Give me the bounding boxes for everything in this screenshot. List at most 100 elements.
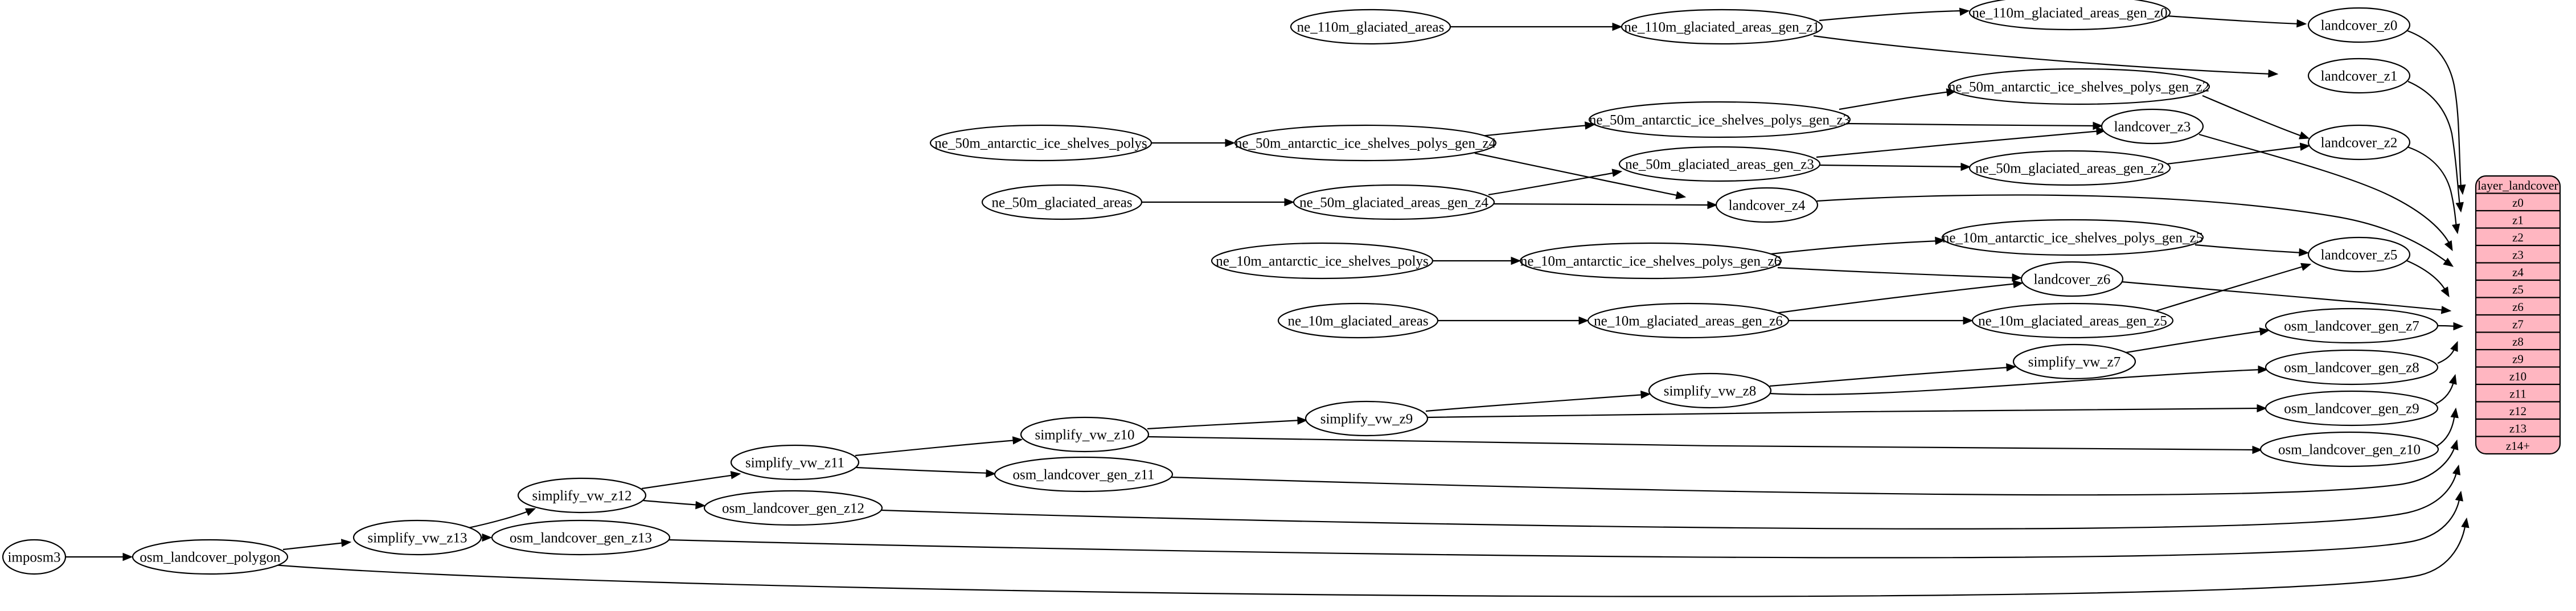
e-svw-z13-to-osm-z13 (481, 533, 493, 542)
node-ne_10m_glaciated_areas-shape (1277, 302, 1439, 339)
node-ne_50m_antarctic_ice_shelves_polys_gen_z3-label: ne_50m_antarctic_ice_shelves_polys_gen_z… (1589, 113, 1850, 128)
node-landcover_z6[interactable]: landcover_z6 (2020, 261, 2124, 297)
node-simplify_vw_z8[interactable]: simplify_vw_z8 (1648, 372, 1772, 409)
node-ne_50m_antarctic_ice_shelves_polys[interactable]: ne_50m_antarctic_ice_shelves_polys (929, 124, 1152, 162)
e-50m-ga-to-gen-z4 (1141, 198, 1295, 207)
e-50m-ga-z4-to-lc4-line (1491, 203, 1712, 206)
node-osm_landcover_gen_z8[interactable]: osm_landcover_gen_z8 (2265, 349, 2439, 386)
e-50m-aisp-z4-to-lc4-line (1474, 152, 1680, 197)
node-ne_10m_antarctic_ice_shelves_polys-shape (1211, 242, 1434, 280)
record-row-z0-label: z0 (2512, 196, 2524, 210)
e-landcover-z6-to-rec-arrowhead-icon (2440, 306, 2452, 314)
e-gen-z1-to-landcover-z1 (1813, 35, 2279, 78)
e-50m-aisp-z4-to-lc4 (1474, 152, 1687, 199)
node-ne_50m_antarctic_ice_shelves_polys_gen_z2[interactable]: ne_50m_antarctic_ice_shelves_polys_gen_z… (1947, 68, 2210, 105)
e-osm-z9-to-rec (2435, 374, 2457, 404)
node-osm_landcover_gen_z8-shape (2265, 349, 2439, 386)
node-landcover_z1[interactable]: landcover_z1 (2307, 58, 2411, 94)
record-row-z6-label: z6 (2512, 300, 2524, 314)
node-ne_10m_glaciated_areas_gen_z6[interactable]: ne_10m_glaciated_areas_gen_z6 (1587, 302, 1790, 339)
node-ne_50m_antarctic_ice_shelves_polys_gen_z4[interactable]: ne_50m_antarctic_ice_shelves_polys_gen_z… (1234, 124, 1497, 162)
node-osm_landcover_gen_z7[interactable]: osm_landcover_gen_z7 (2265, 307, 2439, 344)
node-ne_10m_antarctic_ice_shelves_polys_gen_z6[interactable]: ne_10m_antarctic_ice_shelves_polys_gen_z… (1519, 242, 1782, 280)
e-landcover-z0-to-rec (2407, 30, 2466, 195)
node-osm_landcover_gen_z12-shape (703, 490, 883, 526)
node-landcover_z0-shape (2307, 7, 2411, 43)
e-osm-poly-to-rec-arrowhead-icon (2461, 517, 2470, 528)
node-osm_landcover_gen_z11[interactable]: osm_landcover_gen_z11 (994, 456, 1174, 493)
node-osm_landcover_gen_z12-label: osm_landcover_gen_z12 (722, 501, 864, 516)
e-svw-z9-to-svw-z8 (1425, 390, 1651, 412)
e-osm-z9-to-rec-line (2435, 379, 2455, 404)
e-50m-ga-z2-to-lc2-line (2166, 145, 2304, 165)
node-ne_110m_glaciated_areas_gen_z0[interactable]: ne_110m_glaciated_areas_gen_z0 (1968, 0, 2171, 31)
node-simplify_vw_z9[interactable]: simplify_vw_z9 (1305, 400, 1429, 437)
record-layer_landcover[interactable]: layer_landcoverz0z1z2z3z4z5z6z7z8z9z10z1… (2475, 175, 2561, 455)
node-ne_50m_antarctic_ice_shelves_polys_gen_z3[interactable]: ne_50m_antarctic_ice_shelves_polys_gen_z… (1588, 101, 1851, 138)
node-osm_landcover_gen_z13-shape (491, 519, 671, 556)
node-ne_50m_glaciated_areas-shape (981, 184, 1143, 220)
e-landcover-z2-to-rec-arrowhead-icon (2452, 223, 2460, 235)
node-simplify_vw_z10[interactable]: simplify_vw_z10 (1020, 416, 1150, 453)
node-ne_50m_glaciated_areas[interactable]: ne_50m_glaciated_areas (981, 184, 1143, 220)
node-simplify_vw_z13[interactable]: simplify_vw_z13 (352, 519, 482, 556)
node-ne_50m_glaciated_areas_gen_z4-label: ne_50m_glaciated_areas_gen_z4 (1299, 195, 1488, 211)
e-osm-poly-to-svw-z13 (282, 539, 352, 551)
node-ne_50m_glaciated_areas_gen_z3[interactable]: ne_50m_glaciated_areas_gen_z3 (1618, 146, 1821, 182)
e-10m-ga-z6-to-lc6-line (1775, 282, 2017, 314)
e-osm-z8-to-rec-arrowhead-icon (2450, 341, 2458, 352)
node-imposm3[interactable]: imposm3 (2, 539, 67, 575)
node-landcover_z2[interactable]: landcover_z2 (2307, 124, 2411, 161)
e-osm-poly-to-svw-z13-line (282, 542, 346, 551)
e-10m-ga-to-gen-z6 (1438, 316, 1589, 325)
node-osm_landcover_gen_z10-shape (2259, 431, 2439, 468)
e-10m-aisp-z6-to-z5 (1770, 236, 1946, 255)
node-osm_landcover_gen_z12[interactable]: osm_landcover_gen_z12 (703, 490, 883, 526)
e-svw-z8-to-svw-z7-arrowhead-icon (2006, 363, 2017, 372)
node-ne_50m_glaciated_areas_gen_z4[interactable]: ne_50m_glaciated_areas_gen_z4 (1293, 184, 1495, 220)
node-landcover_z5-shape (2307, 236, 2411, 273)
node-ne_50m_glaciated_areas_gen_z2[interactable]: ne_50m_glaciated_areas_gen_z2 (1968, 150, 2171, 186)
node-ne_10m_glaciated_areas[interactable]: ne_10m_glaciated_areas (1277, 302, 1439, 339)
e-50m-ga-z4-to-z3-arrowhead-icon (1611, 169, 1623, 177)
node-ne_110m_glaciated_areas_gen_z1[interactable]: ne_110m_glaciated_areas_gen_z1 (1621, 9, 1823, 45)
node-landcover_z0[interactable]: landcover_z0 (2307, 7, 2411, 43)
e-50m-ga-z3-to-lc3-line (1816, 130, 2101, 158)
e-50m-ga-z2-to-lc2 (2166, 142, 2311, 165)
node-osm_landcover_gen_z9[interactable]: osm_landcover_gen_z9 (2265, 390, 2439, 427)
node-simplify_vw_z8-shape (1648, 372, 1772, 409)
record-row-z4-label: z4 (2512, 265, 2524, 279)
e-svw-z11-to-svw-z10-line (855, 439, 1017, 457)
node-ne_110m_glaciated_areas[interactable]: ne_110m_glaciated_areas (1290, 9, 1451, 45)
e-10m-aisp-z6-to-z5-arrowhead-icon (1935, 236, 1946, 245)
node-osm_landcover_gen_z9-shape (2265, 390, 2439, 427)
node-osm_landcover_polygon[interactable]: osm_landcover_polygon (132, 539, 289, 575)
e-10m-ga-z5-to-lc5-line (2152, 265, 2306, 313)
node-simplify_vw_z7-label: simplify_vw_z7 (2028, 355, 2121, 370)
node-osm_landcover_gen_z11-shape (994, 456, 1174, 493)
node-ne_50m_glaciated_areas_gen_z4-shape (1293, 184, 1495, 220)
node-landcover_z5[interactable]: landcover_z5 (2307, 236, 2411, 273)
node-ne_10m_antarctic_ice_shelves_polys[interactable]: ne_10m_antarctic_ice_shelves_polys (1211, 242, 1434, 280)
e-svw-z9-to-osm-z9 (1425, 404, 2267, 419)
e-50m-aisp-z2-to-lc2-line (2202, 95, 2304, 138)
e-osm-z10-to-rec-line (2436, 413, 2456, 446)
e-50m-ga-z4-to-z3-line (1488, 171, 1617, 196)
node-simplify_vw_z12[interactable]: simplify_vw_z12 (517, 477, 647, 514)
e-osm-poly-to-rec (273, 517, 2470, 597)
node-osm_landcover_gen_z13[interactable]: osm_landcover_gen_z13 (491, 519, 671, 556)
node-osm_landcover_gen_z10[interactable]: osm_landcover_gen_z10 (2259, 431, 2439, 468)
node-simplify_vw_z11[interactable]: simplify_vw_z11 (730, 444, 860, 481)
node-simplify_vw_z7[interactable]: simplify_vw_z7 (2012, 343, 2136, 380)
node-landcover_z4[interactable]: landcover_z4 (1715, 187, 1819, 223)
node-simplify_vw_z12-shape (517, 477, 647, 514)
record-row-z8-label: z8 (2512, 335, 2524, 348)
node-simplify_vw_z12-label: simplify_vw_z12 (532, 489, 632, 504)
e-svw-z7-to-osm-z7 (2119, 327, 2270, 355)
node-ne_10m_glaciated_areas_gen_z5[interactable]: ne_10m_glaciated_areas_gen_z5 (1971, 302, 2174, 339)
node-ne_10m_glaciated_areas_gen_z6-label: ne_10m_glaciated_areas_gen_z6 (1594, 314, 1783, 329)
node-ne_10m_antarctic_ice_shelves_polys_gen_z5[interactable]: ne_10m_antarctic_ice_shelves_polys_gen_z… (1941, 219, 2204, 256)
e-50m-ga-z3-to-lc3 (1816, 126, 2107, 158)
node-landcover_z3[interactable]: landcover_z3 (2101, 108, 2204, 145)
e-svw-z8-to-svw-z7-line (1769, 366, 2011, 387)
